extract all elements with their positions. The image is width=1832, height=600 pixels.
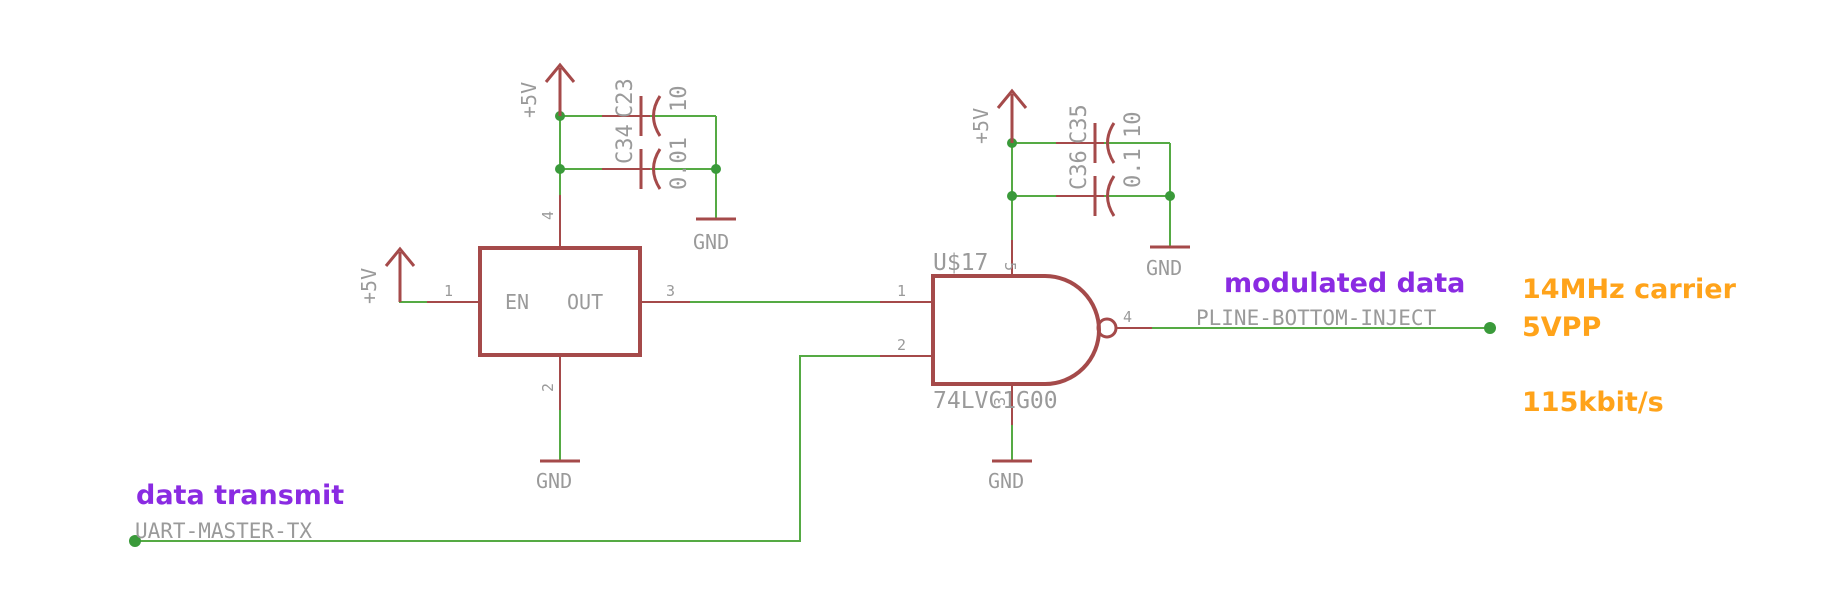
cap-c35-value: 10	[1121, 112, 1146, 139]
gate-pin-number: 2	[897, 336, 906, 354]
annotation-bitrate: 115kbit/s	[1522, 387, 1664, 418]
junction-dot	[711, 164, 721, 174]
oscillator: EN OUT 1 3 4 2	[427, 195, 690, 410]
capacitor-labels-gate: C36 C35 0.1 10	[1067, 104, 1146, 190]
power-labels: +5V +5V +5V GND GND GND GND	[357, 82, 1182, 493]
capacitor-labels-osc: C34 C23 0.01 10	[613, 78, 692, 190]
power-symbols	[384, 62, 1190, 463]
gate-reference: U$17	[933, 250, 988, 276]
gnd-label: GND	[536, 469, 572, 493]
vcc-label: +5V	[517, 82, 541, 118]
cap-c36-value: 0.1	[1121, 148, 1146, 188]
vcc-arrow-icon	[384, 246, 416, 302]
vcc-arrow-icon	[996, 88, 1028, 143]
annotation-data-transmit: data transmit	[136, 480, 344, 511]
vcc-label: +5V	[357, 268, 381, 304]
annotation-carrier: 14MHz carrier	[1522, 274, 1737, 305]
wire-osc-en	[399, 270, 427, 303]
annotation-amplitude: 5VPP	[1522, 312, 1601, 343]
capacitor-icon	[602, 148, 662, 190]
cap-c34-value: 0.01	[667, 137, 692, 190]
junction-dot	[1007, 191, 1017, 201]
nand-gate: 1 2 4 5 3 U$17 74LVC1G00	[880, 240, 1152, 425]
vcc-label: +5V	[969, 108, 993, 144]
osc-en-label: EN	[505, 290, 529, 314]
osc-pin-number: 1	[444, 282, 453, 300]
gate-pin-number: 4	[1123, 308, 1132, 326]
wire-uart	[135, 355, 880, 542]
capacitor-icon	[1056, 122, 1116, 164]
junction-dot	[1165, 191, 1175, 201]
wires	[135, 115, 1490, 542]
gate-pin-number: 1	[897, 282, 906, 300]
junctions	[129, 111, 1496, 547]
osc-pin-number: 2	[539, 383, 557, 392]
osc-out-label: OUT	[567, 290, 603, 314]
gate-part-number: 74LVC1G00	[933, 388, 1058, 414]
junction-dot	[555, 164, 565, 174]
osc-pin-number: 4	[539, 211, 557, 220]
net-label-output: PLINE-BOTTOM-INJECT	[1196, 306, 1437, 330]
capacitor-icon	[602, 95, 662, 137]
cap-c23-name: C23	[613, 78, 638, 118]
capacitor-icon	[1056, 175, 1116, 217]
gnd-label: GND	[693, 230, 729, 254]
vcc-arrow-icon	[544, 62, 576, 116]
cap-c36-name: C36	[1067, 150, 1092, 190]
gate-pin-number: 3	[991, 397, 1009, 406]
gnd-label: GND	[1146, 256, 1182, 280]
input-terminal	[129, 535, 141, 547]
annotation-modulated-data: modulated data	[1224, 268, 1465, 299]
gate-pin-number: 5	[1001, 262, 1019, 271]
nand-gate-body	[931, 274, 1101, 386]
oscillator-body	[478, 246, 642, 357]
net-label-input: UART-MASTER-TX	[135, 519, 312, 543]
capacitors-gate	[1056, 122, 1116, 217]
cap-c23-value: 10	[667, 86, 692, 113]
osc-pin-number: 3	[666, 282, 675, 300]
cap-c34-name: C34	[613, 124, 638, 164]
capacitors-osc	[602, 95, 662, 190]
cap-c35-name: C35	[1067, 104, 1092, 144]
gnd-label: GND	[988, 469, 1024, 493]
output-terminal	[1484, 322, 1496, 334]
